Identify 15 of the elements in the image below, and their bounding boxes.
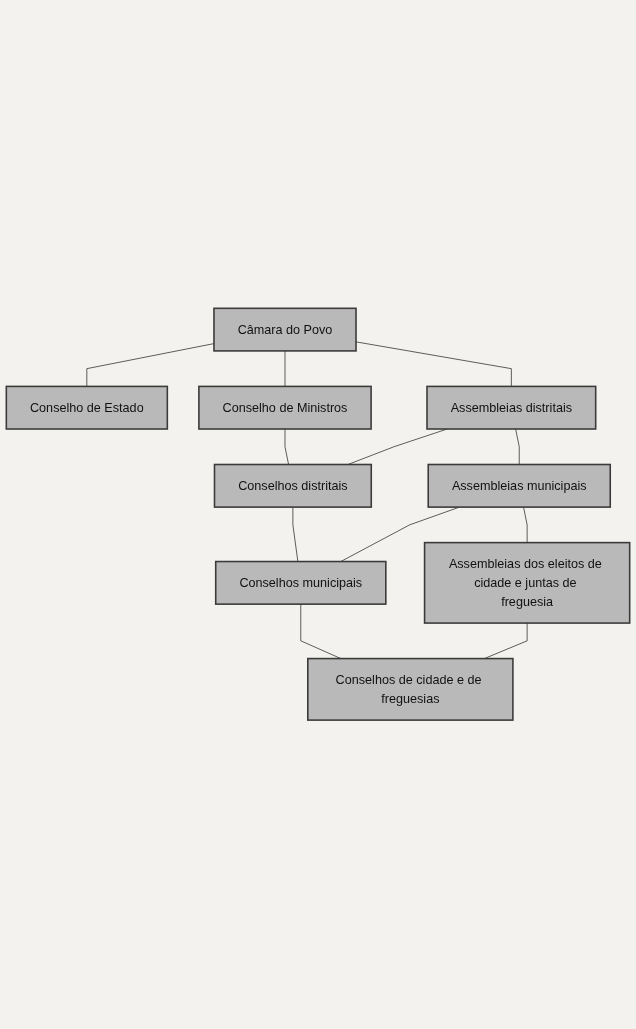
node-box: Conselho de Ministros [198,385,372,431]
connector [284,428,289,466]
connector [515,428,520,466]
connector [484,622,528,660]
node-box: Conselho de Estado [5,385,169,431]
node-box: Conselhos de cidade e de freguesias [307,658,514,722]
node-box: Conselhos municipais [214,561,387,606]
node-box: Assembleias municipais [427,464,612,509]
connector [292,507,299,563]
node-box: Câmara do Povo [213,307,357,352]
connector [284,350,286,388]
node-box: Assembleias dos eleitos de cidade e juntas de freguesia [423,542,631,625]
connector [523,507,528,544]
node-box: Conselhos distritais [213,464,373,509]
node-box: Assembleias distritais [426,385,597,431]
